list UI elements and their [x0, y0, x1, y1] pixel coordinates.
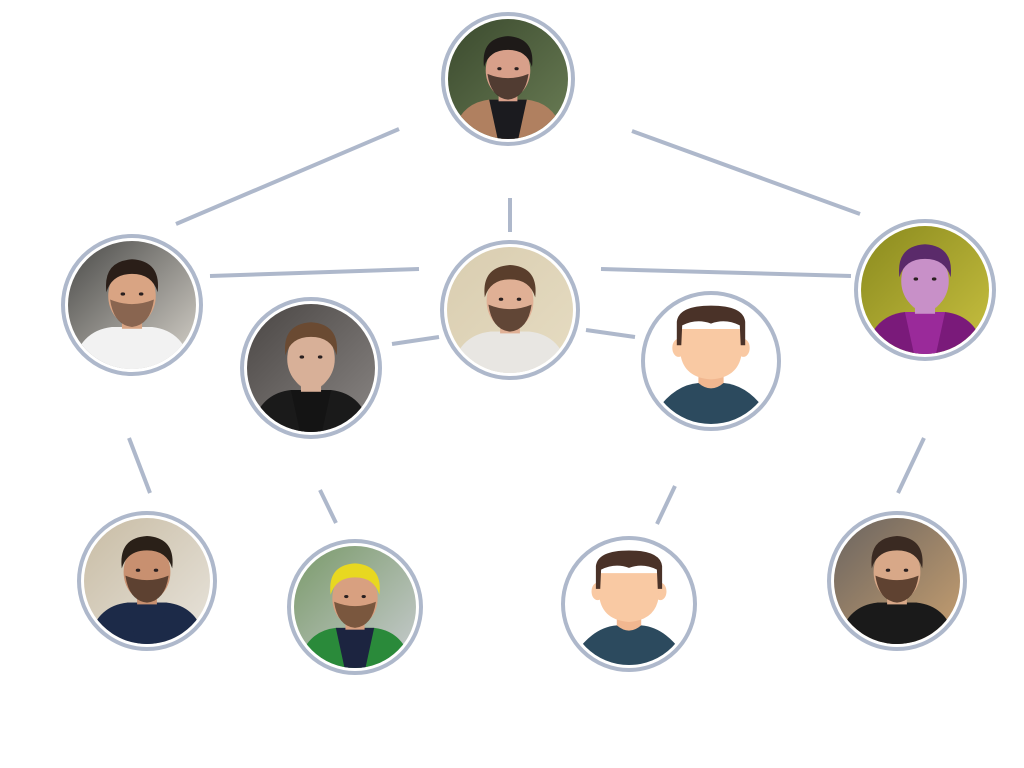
avatar-bottom-4[interactable]: [827, 511, 967, 651]
profile-photo: [861, 226, 989, 354]
eye-left: [498, 297, 504, 301]
connector-center-to-mid-left: [391, 335, 440, 346]
hair-shape: [284, 322, 338, 356]
shirt-shape: [489, 99, 527, 139]
eye-right: [138, 292, 144, 296]
hair-shape: [121, 536, 173, 569]
shirt-shape: [904, 311, 946, 354]
profile-photo: [448, 19, 568, 139]
profile-photo: [834, 518, 960, 644]
avatar-mid-left[interactable]: [240, 297, 382, 439]
eye-left: [885, 568, 891, 572]
profile-photo: [447, 247, 573, 373]
eye-left: [497, 67, 502, 71]
hair-shape: [330, 563, 380, 595]
beard-shape: [289, 362, 333, 390]
connector-mid-left-to-bottom-2: [318, 489, 338, 524]
hair-shape: [898, 244, 952, 278]
connector-top-to-left: [175, 127, 400, 226]
shirt-shape: [490, 331, 530, 373]
default-user-icon: [568, 543, 690, 665]
connector-top-to-right: [631, 129, 861, 216]
eye-left: [299, 355, 305, 359]
eye-right: [153, 568, 159, 572]
connector-lines: [127, 127, 926, 525]
profile-photo: [247, 304, 375, 432]
eye-left: [120, 292, 126, 296]
shirt-shape: [877, 602, 917, 644]
beard-shape: [334, 601, 376, 628]
hair-shape: [483, 36, 533, 67]
beard-shape: [125, 575, 169, 603]
connector-center-to-right: [600, 267, 852, 278]
eye-right: [931, 277, 937, 281]
beard-shape: [903, 284, 947, 312]
hair-shape: [676, 305, 746, 346]
avatar-left[interactable]: [61, 234, 203, 376]
profile-photo: [84, 518, 210, 644]
connector-center-to-mid-right: [585, 328, 636, 339]
profile-photo: [68, 241, 196, 369]
connector-right-to-bottom-4: [896, 437, 926, 494]
eye-left: [913, 277, 919, 281]
connector-mid-right-to-bottom-3: [655, 485, 677, 525]
connector-left-to-bottom-1: [127, 437, 152, 494]
beard-shape: [875, 575, 919, 603]
avatar-mid-right[interactable]: [641, 291, 781, 437]
default-user-icon: [648, 298, 774, 424]
avatar-top[interactable]: [441, 12, 575, 146]
hair-shape: [105, 259, 159, 293]
avatar-bottom-1[interactable]: [77, 511, 217, 651]
eye-right: [903, 568, 909, 572]
profile-photo: [294, 546, 416, 668]
eye-right: [361, 594, 366, 599]
hair-shape: [595, 550, 663, 589]
shirt-shape: [335, 627, 375, 668]
shirt-shape: [290, 389, 332, 432]
eye-right: [516, 297, 522, 301]
eye-right: [514, 67, 519, 71]
hair-shape: [871, 536, 923, 569]
eye-right: [317, 355, 323, 359]
avatar-bottom-2[interactable]: [287, 539, 423, 675]
avatar-center[interactable]: [440, 240, 580, 380]
face-shape: [599, 573, 659, 622]
hair-shape: [484, 265, 536, 298]
avatar-right[interactable]: [854, 219, 996, 361]
beard-shape: [488, 304, 532, 332]
beard-shape: [110, 299, 154, 327]
shirt-shape: [127, 602, 167, 644]
connector-center-to-left: [209, 267, 420, 278]
beard-shape: [487, 73, 529, 100]
avatar-nodes: [61, 12, 996, 678]
eye-left: [344, 594, 349, 599]
avatar-bottom-3[interactable]: [561, 536, 697, 678]
shirt-shape: [111, 326, 153, 369]
face-shape: [680, 329, 742, 380]
eye-left: [135, 568, 141, 572]
